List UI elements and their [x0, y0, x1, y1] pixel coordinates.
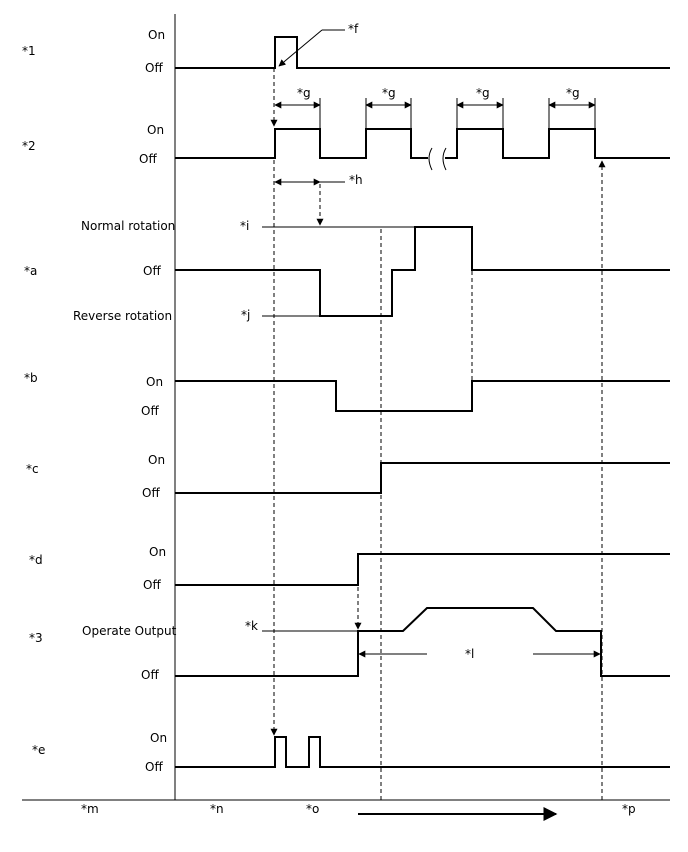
row-b-id: *b [24, 371, 38, 385]
signal-1 [175, 36, 670, 69]
axis-m-label: *m [81, 802, 99, 816]
callout-f-label: *f [348, 22, 359, 36]
row-3-id: *3 [29, 631, 43, 645]
axis-n-label: *n [210, 802, 224, 816]
axis-o-label: *o [306, 802, 319, 816]
axis-p-label: *p [622, 802, 636, 816]
signal-2-part-1 [175, 128, 428, 159]
callout-k-label: *k [245, 619, 258, 633]
row-c-off-label: Off [142, 486, 160, 500]
signal-d [175, 553, 670, 586]
row-a-id: *a [24, 264, 37, 278]
callout-g-label-4: *g [566, 86, 580, 100]
row-a-off-label: Off [143, 264, 161, 278]
row-b-off-label: Off [141, 404, 159, 418]
signal-b [175, 380, 670, 412]
row-d-id: *d [29, 553, 43, 567]
row-b-on-label: On [146, 375, 163, 389]
row-1-off-label: Off [145, 61, 163, 75]
break-mark [428, 147, 447, 171]
row-e-id: *e [32, 743, 45, 757]
row-d-on-label: On [149, 545, 166, 559]
callout-j-label: *j [241, 308, 250, 322]
row-c-id: *c [26, 462, 39, 476]
row-e-off-label: Off [145, 760, 163, 774]
row-a-normal-label: Normal rotation [81, 219, 175, 233]
callout-g-label-2: *g [382, 86, 396, 100]
row-1-on-label: On [148, 28, 165, 42]
callout-g-label-3: *g [476, 86, 490, 100]
row-a-reverse-label: Reverse rotation [73, 309, 172, 323]
callout-f-arrow [278, 29, 323, 67]
signal-2-part-2 [445, 128, 670, 159]
callout-l-label: *l [465, 647, 474, 661]
signal-c [175, 462, 670, 494]
signal-a [175, 226, 670, 317]
row-1-id: *1 [22, 44, 36, 58]
row-2-on-label: On [147, 123, 164, 137]
callout-i-label: *i [240, 219, 249, 233]
row-2-off-label: Off [139, 152, 157, 166]
row-3-operate-label: Operate Output [82, 624, 177, 638]
callout-g-label-1: *g [297, 86, 311, 100]
signal-e [175, 736, 670, 768]
signal-3 [175, 607, 670, 677]
callout-h-label: *h [349, 173, 363, 187]
row-c-on-label: On [148, 453, 165, 467]
row-3-off-label: Off [141, 668, 159, 682]
row-2-id: *2 [22, 139, 36, 153]
row-e-on-label: On [150, 731, 167, 745]
row-d-off-label: Off [143, 578, 161, 592]
